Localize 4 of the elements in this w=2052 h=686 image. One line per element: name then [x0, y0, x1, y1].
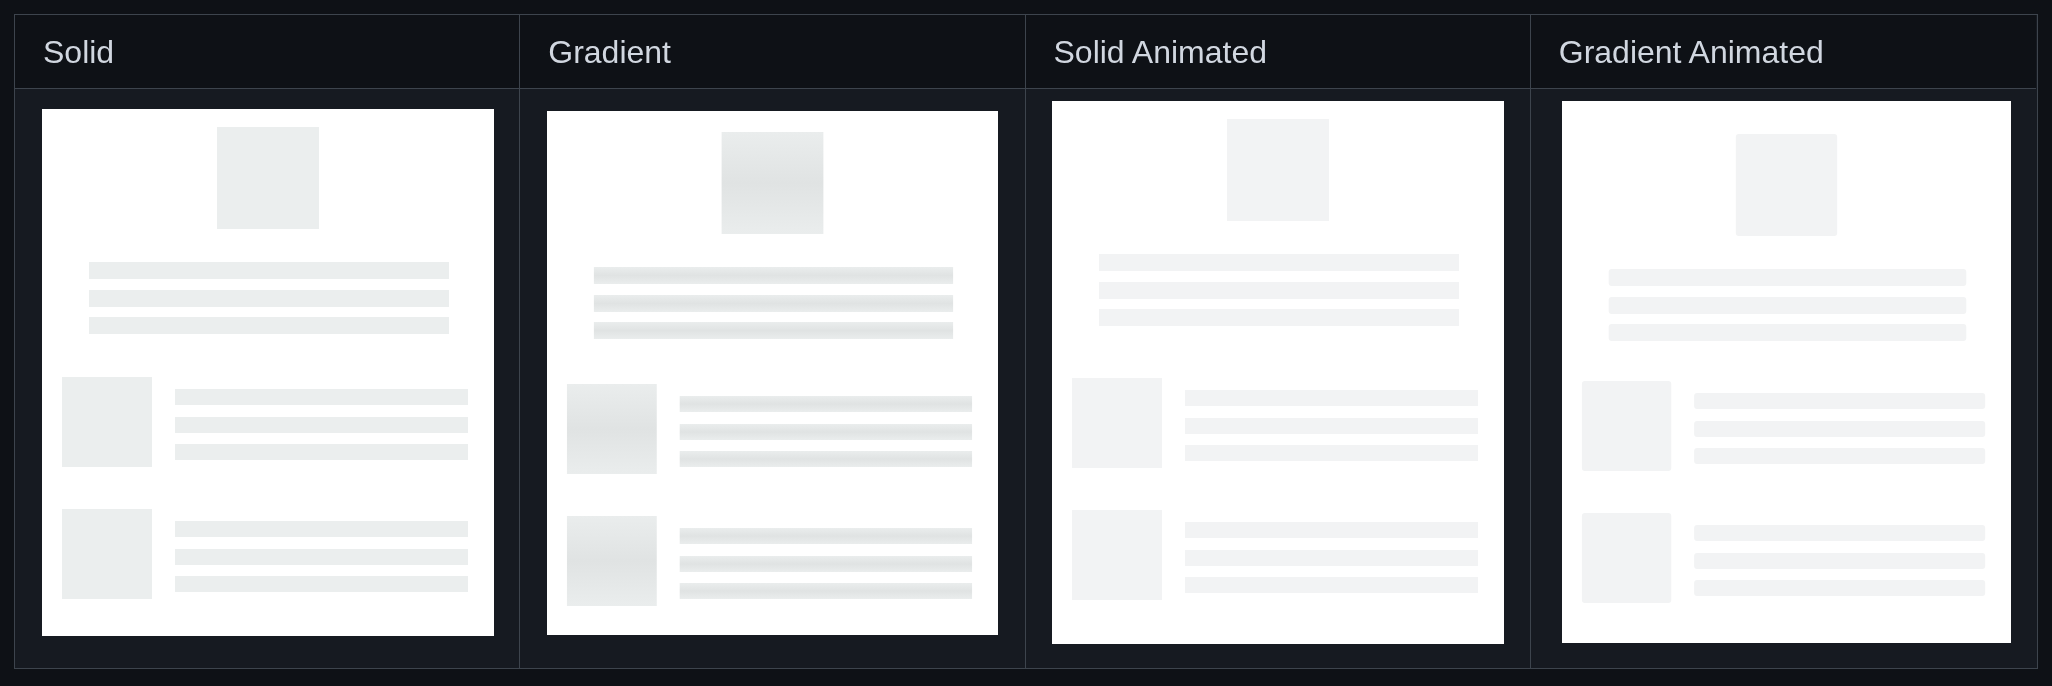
- column-heading: Solid Animated: [1053, 34, 1267, 71]
- column-heading: Solid: [43, 34, 115, 71]
- column-heading: Gradient: [548, 34, 671, 71]
- column-heading: Gradient Animated: [1558, 34, 1824, 71]
